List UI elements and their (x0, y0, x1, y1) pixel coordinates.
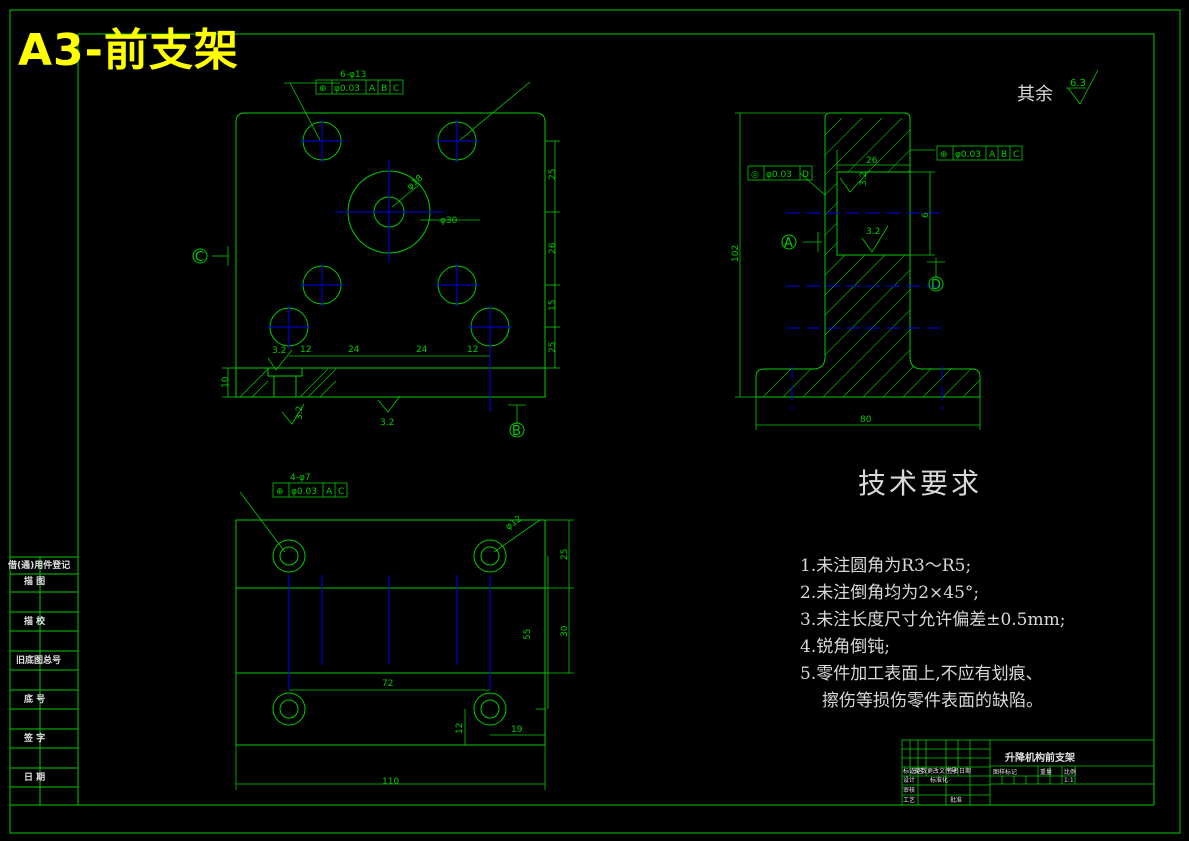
tech-req-list: 1.未注圆角为R3～R5; 2.未注倒角均为2×45°; 3.未注长度尺寸允许偏… (800, 553, 1065, 715)
bv-dim-centers: 72 (382, 679, 393, 689)
tb-cell-5: 批准 (950, 796, 962, 804)
fv-dim-b2: 24 (416, 345, 428, 355)
fv-dim-left: 10 (221, 376, 231, 388)
sv-tol-sym: ⊕ (940, 150, 948, 160)
bv-dim-small1: 19 (511, 725, 523, 735)
fv-tol-a: A (369, 84, 376, 94)
tb-cell-0: 分区 (911, 767, 923, 775)
tech-req-item: 1.未注圆角为R3～R5; (800, 556, 972, 576)
fv-holes-callout: 6-φ13 (340, 70, 366, 80)
fv-dim-b0: 12 (300, 345, 311, 355)
left-label-6: 日 期 (24, 771, 45, 783)
bv-dim-r0: 25 (560, 549, 570, 560)
drawing-title: A3-前支架 (18, 25, 239, 76)
fv-rough-2: 3.2 (272, 346, 286, 356)
inner-border (77, 33, 1155, 806)
sv-dim-width: 80 (860, 415, 872, 425)
sv-tol2-sym: ◎ (751, 170, 759, 180)
sv-dim-slot-h: 6 (921, 212, 931, 218)
tb-cell-3: 日期 (959, 767, 971, 775)
fv-datum-c: C (195, 250, 204, 265)
bv-dim-width: 110 (382, 777, 399, 787)
tb-part-name: 升降机构前支架 (1005, 751, 1075, 764)
sv-tol2-val: φ0.03 (766, 170, 792, 180)
bv-counterbore: φ12 (504, 514, 524, 532)
sv-tol-a: A (989, 150, 996, 160)
sv-dim-slot: 26 (866, 156, 878, 166)
tb-cell-7: 重量 (1040, 768, 1052, 776)
fv-dim-r3: 25 (548, 342, 558, 353)
fv-dim-b3: 12 (467, 345, 478, 355)
side-view: ⊕ φ0.03 A B C ◎ φ0.03 D 102 80 26 6 3.2 … (731, 69, 1099, 430)
tech-req-item: 3.未注长度尺寸允许偏差±0.5mm; (800, 610, 1066, 630)
sv-tol-c: C (1013, 150, 1019, 160)
fv-tol-sym: ⊕ (319, 84, 327, 94)
tb-cell-2: 签名 (947, 767, 959, 775)
fv-tol-b: B (381, 84, 387, 94)
sv-datum-a: A (784, 236, 793, 251)
sv-tol2-d: D (802, 170, 809, 180)
fv-dim-r2: 15 (548, 300, 558, 311)
title-block (901, 739, 1155, 806)
fv-tol-c: C (393, 84, 399, 94)
left-label-0: 借(通)用件登记 (7, 559, 70, 571)
left-label-4: 底 号 (24, 693, 45, 705)
sv-dim-height: 102 (731, 245, 741, 262)
bv-dim-small0: 12 (455, 723, 465, 734)
bv-tol-val: φ0.03 (291, 487, 317, 497)
sv-tol-val: φ0.03 (955, 150, 981, 160)
left-label-1: 描 图 (24, 575, 45, 587)
bv-dim-r2: 30 (560, 625, 570, 637)
tech-req-item: 5.零件加工表面上,不应有划痕、 (800, 664, 1043, 684)
bottom-view: ⊕ φ0.03 A C 4-φ7 φ12 25 55 30 72 110 12 … (235, 473, 574, 790)
fv-dim-b1: 24 (348, 345, 360, 355)
bv-tol-sym: ⊕ (276, 487, 284, 497)
left-label-5: 签 字 (23, 732, 45, 744)
tb-cell-8: 比例 (1064, 768, 1076, 776)
sv-datum-d: D (931, 278, 941, 293)
bv-holes-callout: 4-φ7 (290, 473, 311, 483)
bv-tol-a: A (326, 487, 333, 497)
left-label-2: 描 校 (24, 615, 46, 627)
left-label-3: 旧底图总号 (16, 654, 61, 666)
tech-req-item: 4.锐角倒钝; (800, 637, 890, 657)
left-column (9, 556, 79, 806)
sv-tol-b: B (1001, 150, 1007, 160)
tech-req-title: 技术要求 (858, 467, 983, 500)
tb-cell-6: 图样标记 (993, 768, 1017, 776)
left-column-labels: 借(通)用件登记 描 图 描 校 旧底图总号 底 号 签 字 日 期 (7, 559, 70, 783)
sv-rough-0: 3.2 (859, 172, 869, 186)
tb-cell-1: 更改文件号 (927, 767, 957, 775)
front-view: ⊕ φ0.03 A B C 6-φ13 φ30 φ18 25 26 15 25 … (192, 70, 560, 439)
fv-tol-val: φ0.03 (334, 84, 360, 94)
tb-row-1: 设计 (903, 776, 915, 784)
rest-rough-value: 6.3 (1070, 78, 1086, 89)
fv-rough-1: 3.2 (295, 406, 305, 420)
fv-dim-r1: 26 (548, 242, 558, 254)
tb-scale: 1:1 (1064, 777, 1074, 784)
fv-rough-0: 3.2 (380, 418, 394, 428)
fv-datum-b: B (512, 424, 521, 439)
outer-border (9, 9, 1181, 834)
title-block-text: 升降机构前支架 1:1 标记处数 设计 审核 工艺 分区 更改文件号 签名 日期… (903, 751, 1076, 804)
bv-dim-r1: 55 (523, 629, 533, 640)
bv-tol-c: C (338, 487, 344, 497)
tb-row-3: 工艺 (903, 796, 915, 804)
tb-cell-4: 标准化 (930, 776, 948, 784)
tech-req-item: 2.未注倒角均为2×45°; (800, 583, 980, 603)
fv-center-hole: φ30 (440, 216, 458, 226)
tb-row-0: 标记处数 (903, 767, 927, 775)
tech-req-item: 擦伤等损伤零件表面的缺陷。 (822, 691, 1043, 711)
tb-row-2: 审核 (903, 786, 915, 794)
fv-dim-r0: 25 (548, 169, 558, 180)
sv-rough-1: 3.2 (866, 227, 880, 237)
rest-roughness-label: 其余 (1017, 84, 1053, 105)
